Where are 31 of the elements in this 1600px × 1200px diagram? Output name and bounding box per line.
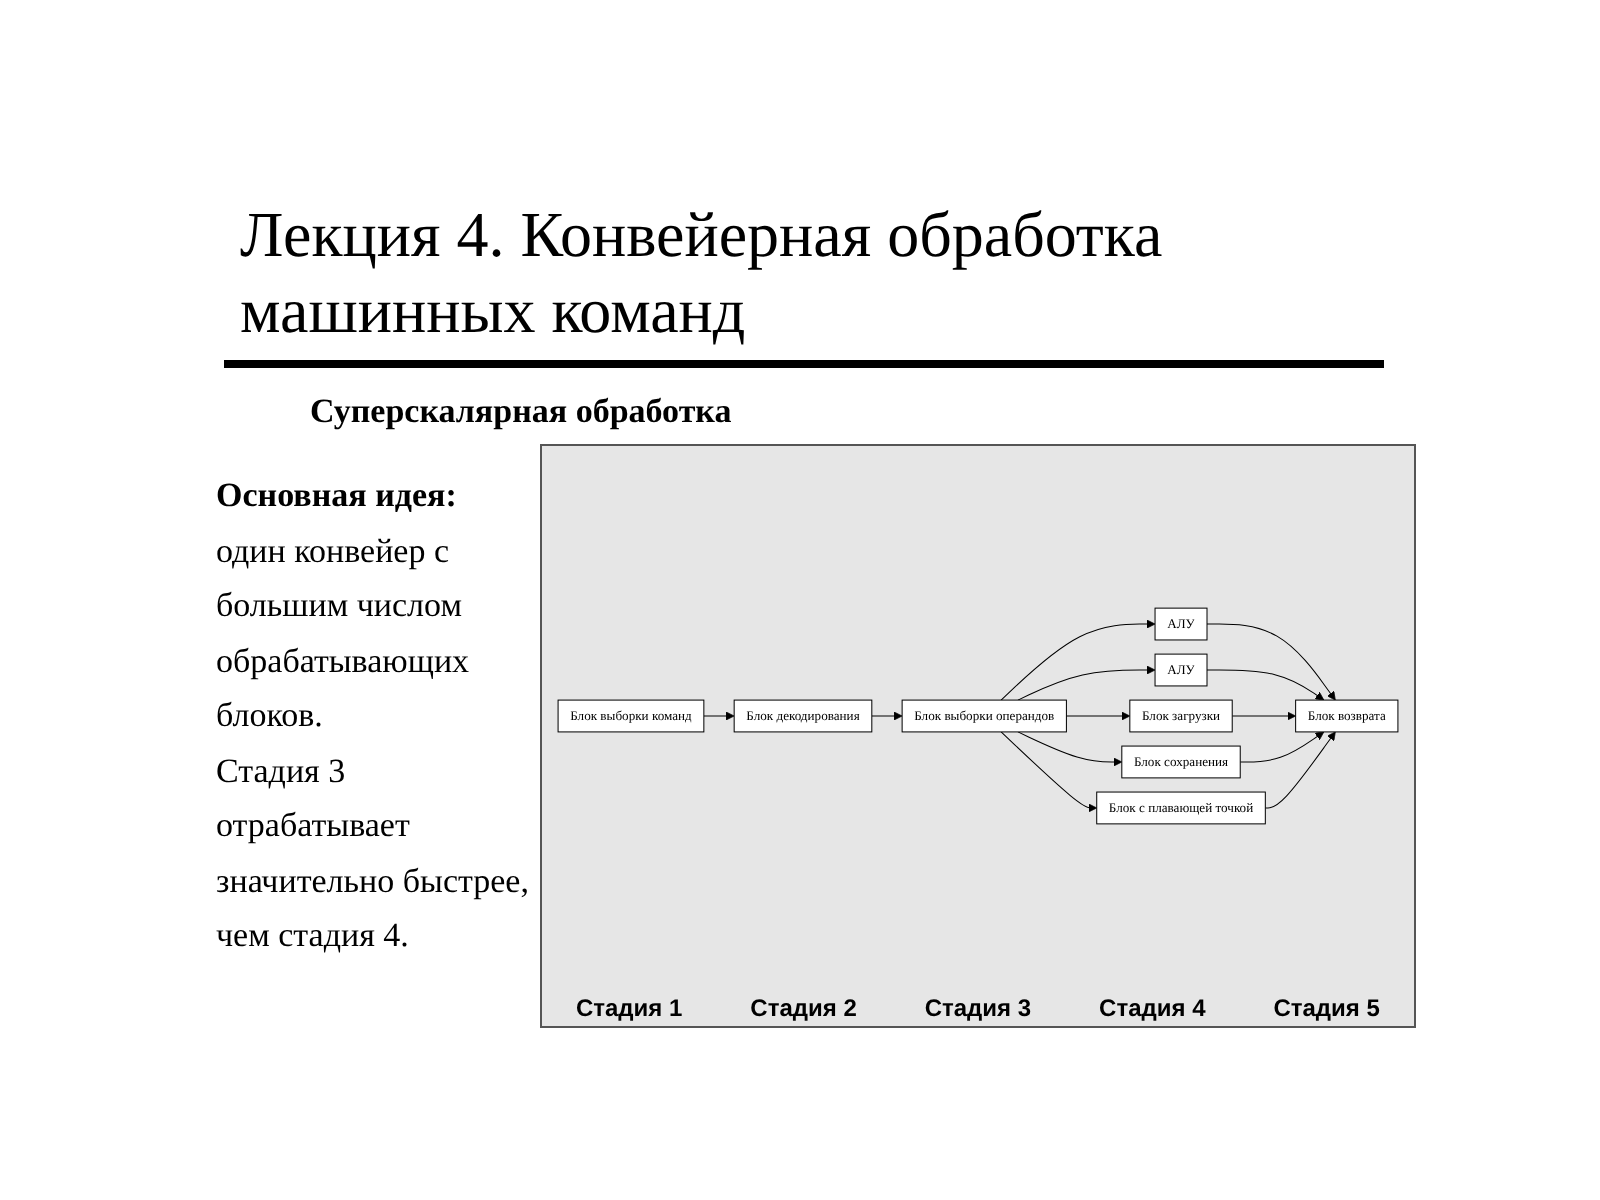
arrow (1065, 711, 1131, 721)
stage-label: Стадия 5 (1273, 994, 1380, 1022)
arrow (1017, 731, 1123, 767)
arrow (1017, 665, 1156, 701)
node-box (1295, 699, 1399, 733)
arrow (1206, 623, 1336, 701)
arrow (1231, 711, 1297, 721)
section-heading: Суперскалярная обработка (310, 392, 732, 432)
arrow (1239, 731, 1325, 763)
node-box (1154, 653, 1208, 687)
node-box (1154, 607, 1208, 641)
stage-label: Стадия 2 (750, 994, 857, 1022)
node-box (901, 699, 1067, 733)
stage-label: Стадия 4 (1099, 994, 1206, 1022)
arrow (1264, 731, 1336, 809)
body-text: один конвейер с большим числом обрабатывающих блоков. (216, 529, 472, 738)
slide-title: Лекция 4. Конвейерная обработка машинных команд (238, 196, 1165, 348)
stage-label: Стадия 3 (924, 994, 1032, 1022)
arrow (871, 711, 903, 721)
node-box (557, 699, 705, 733)
idea-heading: Основная идея: (216, 474, 459, 518)
arrow (1000, 731, 1098, 813)
arrow (703, 711, 735, 721)
node-box (1121, 745, 1241, 779)
node-box (733, 699, 873, 733)
node-box (1096, 791, 1266, 825)
body-text: Стадия 3 отрабатывает значительно быстрее, чем стадия 4. (216, 749, 531, 958)
arrow (1206, 669, 1325, 701)
stage-label: Стадия 1 (575, 994, 683, 1022)
arrow (1000, 619, 1156, 701)
node-box (1129, 699, 1233, 733)
